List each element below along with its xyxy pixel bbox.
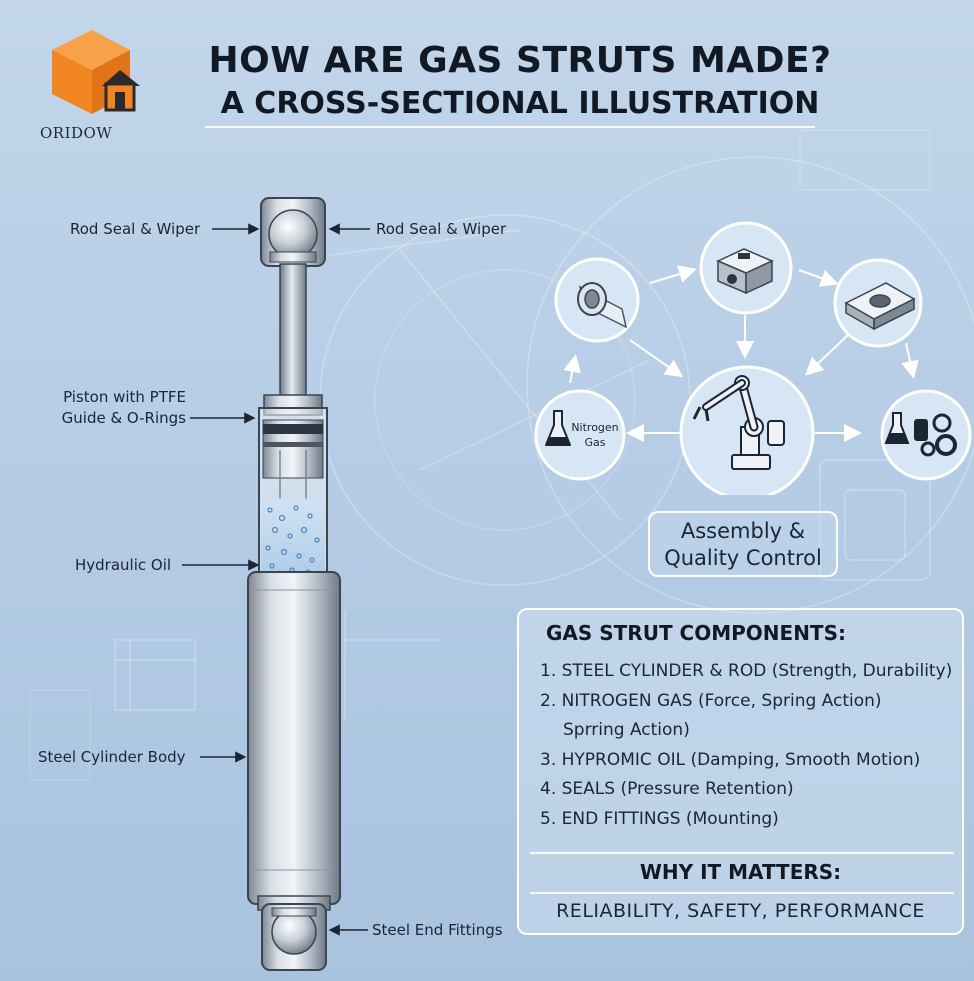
steel-tube-icon xyxy=(554,257,640,343)
why-it-matters-title: WHY IT MATTERS: xyxy=(639,860,842,884)
component-item-4: 4. SEALS (Pressure Retention) xyxy=(540,779,794,800)
title-underline xyxy=(205,126,815,128)
nitrogen-gas-label-2: Gas xyxy=(584,436,606,449)
robot-arm-icon xyxy=(679,365,815,495)
top-end-fitting xyxy=(260,197,326,267)
gas-strut-illustration xyxy=(247,197,341,971)
panel-divider-bottom xyxy=(530,892,954,894)
end-bracket-icon xyxy=(833,258,923,348)
component-item-2-continued: Sprring Action) xyxy=(563,720,690,741)
nitrogen-flask-icon xyxy=(534,389,626,481)
machined-block-icon xyxy=(699,221,793,315)
assembly-qc-line2: Quality Control xyxy=(664,546,822,570)
assembly-qc-box: Assembly & Quality Control xyxy=(648,511,838,577)
component-item-3: 3. HYPROMIC OIL (Damping, Smooth Motion) xyxy=(540,749,921,770)
nitrogen-gas-label-1: Nitrogen xyxy=(571,421,619,434)
components-list: 1. STEEL CYLINDER & ROD (Strength, Durab… xyxy=(540,657,962,835)
components-title: GAS STRUT COMPONENTS: xyxy=(546,621,846,645)
oil-and-seals-icon xyxy=(880,389,972,481)
component-item-2: 2. NITROGEN GAS (Force, Spring Action) xyxy=(540,690,882,711)
callout-hydraulic-oil: Hydraulic Oil xyxy=(75,556,172,574)
process-diagram xyxy=(534,221,972,495)
page-title: HOW ARE GAS STRUTS MADE? xyxy=(208,40,832,81)
callout-piston-line1: Piston with PTFE xyxy=(63,388,186,406)
cross-section-chamber xyxy=(258,394,328,584)
callout-cylinder-body: Steel Cylinder Body xyxy=(38,748,186,766)
piston-rod xyxy=(279,263,307,411)
bottom-end-fitting xyxy=(261,903,327,971)
logo-wordmark: ORIDOW xyxy=(40,124,113,142)
why-it-matters-body: RELIABILITY, SAFETY, PERFORMANCE xyxy=(556,900,925,922)
component-item-1: 1. STEEL CYLINDER & ROD (Strength, Durab… xyxy=(540,661,953,681)
component-item-5: 5. END FITTINGS (Mounting) xyxy=(540,808,779,829)
callout-rod-seal-left: Rod Seal & Wiper xyxy=(70,220,201,238)
panel-divider-top xyxy=(530,852,954,854)
oridow-logo xyxy=(52,30,140,114)
components-panel xyxy=(517,608,964,935)
page-subtitle: A CROSS-SECTIONAL ILLUSTRATION xyxy=(220,86,820,121)
callout-piston-line2: Guide & O-Rings xyxy=(61,409,186,427)
callout-rod-seal-right: Rod Seal & Wiper xyxy=(376,220,507,238)
assembly-qc-line1: Assembly & xyxy=(680,519,806,543)
callout-end-fittings: Steel End Fittings xyxy=(372,921,503,939)
